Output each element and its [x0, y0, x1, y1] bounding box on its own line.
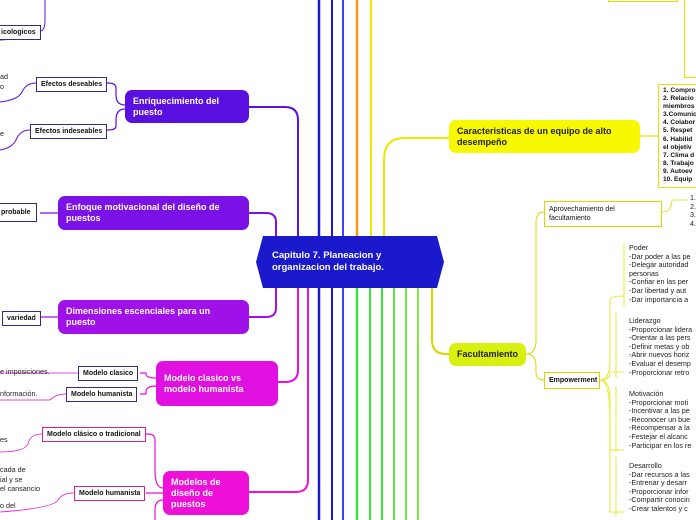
fragment-o: o	[0, 82, 4, 91]
offscreen-node-top	[608, 0, 678, 2]
topic-dimensiones-label: Dimensiones escenciales para un puesto	[66, 306, 211, 327]
central-topic[interactable]: Capitulo 7. Planeacion y organizacion de…	[256, 236, 444, 288]
equipo-item: el objetiv	[663, 143, 692, 151]
aprovechamiento-list: 1. 2. 3. 4.	[690, 193, 696, 228]
equipo-item: miembros	[663, 103, 695, 111]
subtopic-efectos-deseables[interactable]: Efectos deseables	[36, 77, 108, 92]
topic-enfoque-label: Enfoque motivacional del diseño de puest…	[66, 202, 220, 223]
subtopic-empowerment-label: Empowerment	[549, 377, 598, 384]
subtopic-modelo-clasico-label: Modelo clasico	[83, 370, 134, 377]
subtopic-aprovechamiento[interactable]: Aprovechamiento del facultamiento	[544, 201, 662, 227]
subtopic-psicologicos-label: icologicos	[1, 29, 36, 36]
subtopic-clasico-tradicional-label: Modelo clásico o tradicional	[47, 431, 141, 438]
subtopic-efectos-indeseables[interactable]: Efectos indeseables	[30, 124, 108, 139]
topic-enriquecimiento[interactable]: Enriquecimiento del puesto	[125, 90, 249, 123]
poder-text-block: Poder -Dar poder a las pe -Delegar autor…	[629, 243, 691, 304]
equipo-characteristics-list: 1. Compro 2. Relacio miembros 3.Comunic …	[658, 84, 696, 188]
equipo-item: 10. Equip	[663, 176, 693, 184]
topic-dimensiones[interactable]: Dimensiones escenciales para un puesto	[58, 300, 249, 334]
subtopic-modelo-clasico[interactable]: Modelo clasico	[78, 366, 139, 381]
topic-equipo-alto-desempeno[interactable]: Caracteristicas de un equipo de alto des…	[449, 120, 640, 153]
subtopic-modelo-humanista-b-label: Modelo humanista	[79, 490, 141, 497]
fragment-ial-y-se: ial y se	[0, 475, 23, 484]
fragment-ad: ad	[0, 72, 8, 81]
subtopic-psicologicos[interactable]: icologicos	[0, 25, 41, 40]
equipo-item: 7. Clima d	[663, 151, 695, 159]
topic-facultamiento[interactable]: Facultamiento	[449, 343, 526, 366]
equipo-item: 3.Comunic	[663, 111, 696, 119]
subtopic-empowerment[interactable]: Empowerment	[544, 372, 600, 389]
topic-modelo-vs-label: Modelo clasico vs modelo humanista	[164, 372, 244, 394]
subtopic-variedad[interactable]: variedad	[2, 311, 41, 326]
subtopic-efectos-indeseables-label: Efectos indeseables	[35, 128, 103, 135]
topic-facultamiento-label: Facultamiento	[457, 349, 519, 359]
fragment-e: e	[0, 129, 4, 138]
fragment-cada-de: cada de	[0, 465, 26, 474]
subtopic-efectos-deseables-label: Efectos deseables	[41, 81, 103, 88]
equipo-item: 8. Trabajo	[663, 159, 694, 167]
topic-modelo-clasico-vs-humanista[interactable]: Modelo clasico vs modelo humanista	[156, 361, 278, 406]
equipo-item: 2. Relacio	[663, 95, 694, 103]
fragment-o-del: o del	[0, 501, 16, 510]
topic-enfoque-motivacional[interactable]: Enfoque motivacional del diseño de puest…	[58, 196, 249, 230]
topic-equipo-label: Caracteristicas de un equipo de alto des…	[457, 125, 612, 147]
motivacion-text-block: Motivación -Proporcionar moti -Incentiva…	[629, 389, 692, 450]
subtopic-probable-label: probable	[1, 209, 31, 216]
equipo-item: 5. Respet	[663, 127, 693, 135]
equipo-item: 4. Colabor	[663, 119, 696, 127]
desarrollo-text-block: Desarrollo -Dar recursos a las -Entrenar…	[629, 461, 690, 513]
equipo-item: 6. Habilid	[663, 135, 693, 143]
topic-modelos-diseno-label: Modelos de diseño de puestos	[171, 476, 221, 509]
subtopic-modelo-humanista-a[interactable]: Modelo humanista	[66, 387, 138, 402]
subtopic-modelo-humanista-a-label: Modelo humanista	[71, 391, 133, 398]
central-topic-label: Capitulo 7. Planeacion y organizacion de…	[272, 250, 384, 273]
subtopic-modelo-clasico-tradicional[interactable]: Modelo clásico o tradicional	[42, 427, 146, 442]
subtopic-aprovechamiento-label: Aprovechamiento del facultamiento	[549, 206, 615, 222]
fragment-es: es	[0, 435, 8, 444]
fragment-imposiciones: e imposiciones.	[0, 367, 50, 376]
equipo-item: 1. Compro	[663, 87, 696, 94]
subtopic-probable[interactable]: probable	[0, 203, 37, 222]
fragment-informacion: nformación.	[0, 389, 38, 398]
offscreen-text-box-top	[684, 0, 696, 78]
subtopic-modelo-humanista-b[interactable]: Modelo humanista	[74, 486, 146, 501]
equipo-item: 9. Autoev	[663, 167, 693, 175]
topic-modelos-diseno[interactable]: Modelos de diseño de puestos	[163, 471, 249, 515]
topic-enriquecimiento-label: Enriquecimiento del puesto	[133, 95, 220, 117]
fragment-cansancio: el cansancio	[0, 484, 40, 493]
liderazgo-text-block: Liderazgo -Proporcionar lidera -Orientar…	[629, 316, 693, 377]
subtopic-variedad-label: variedad	[7, 315, 36, 322]
